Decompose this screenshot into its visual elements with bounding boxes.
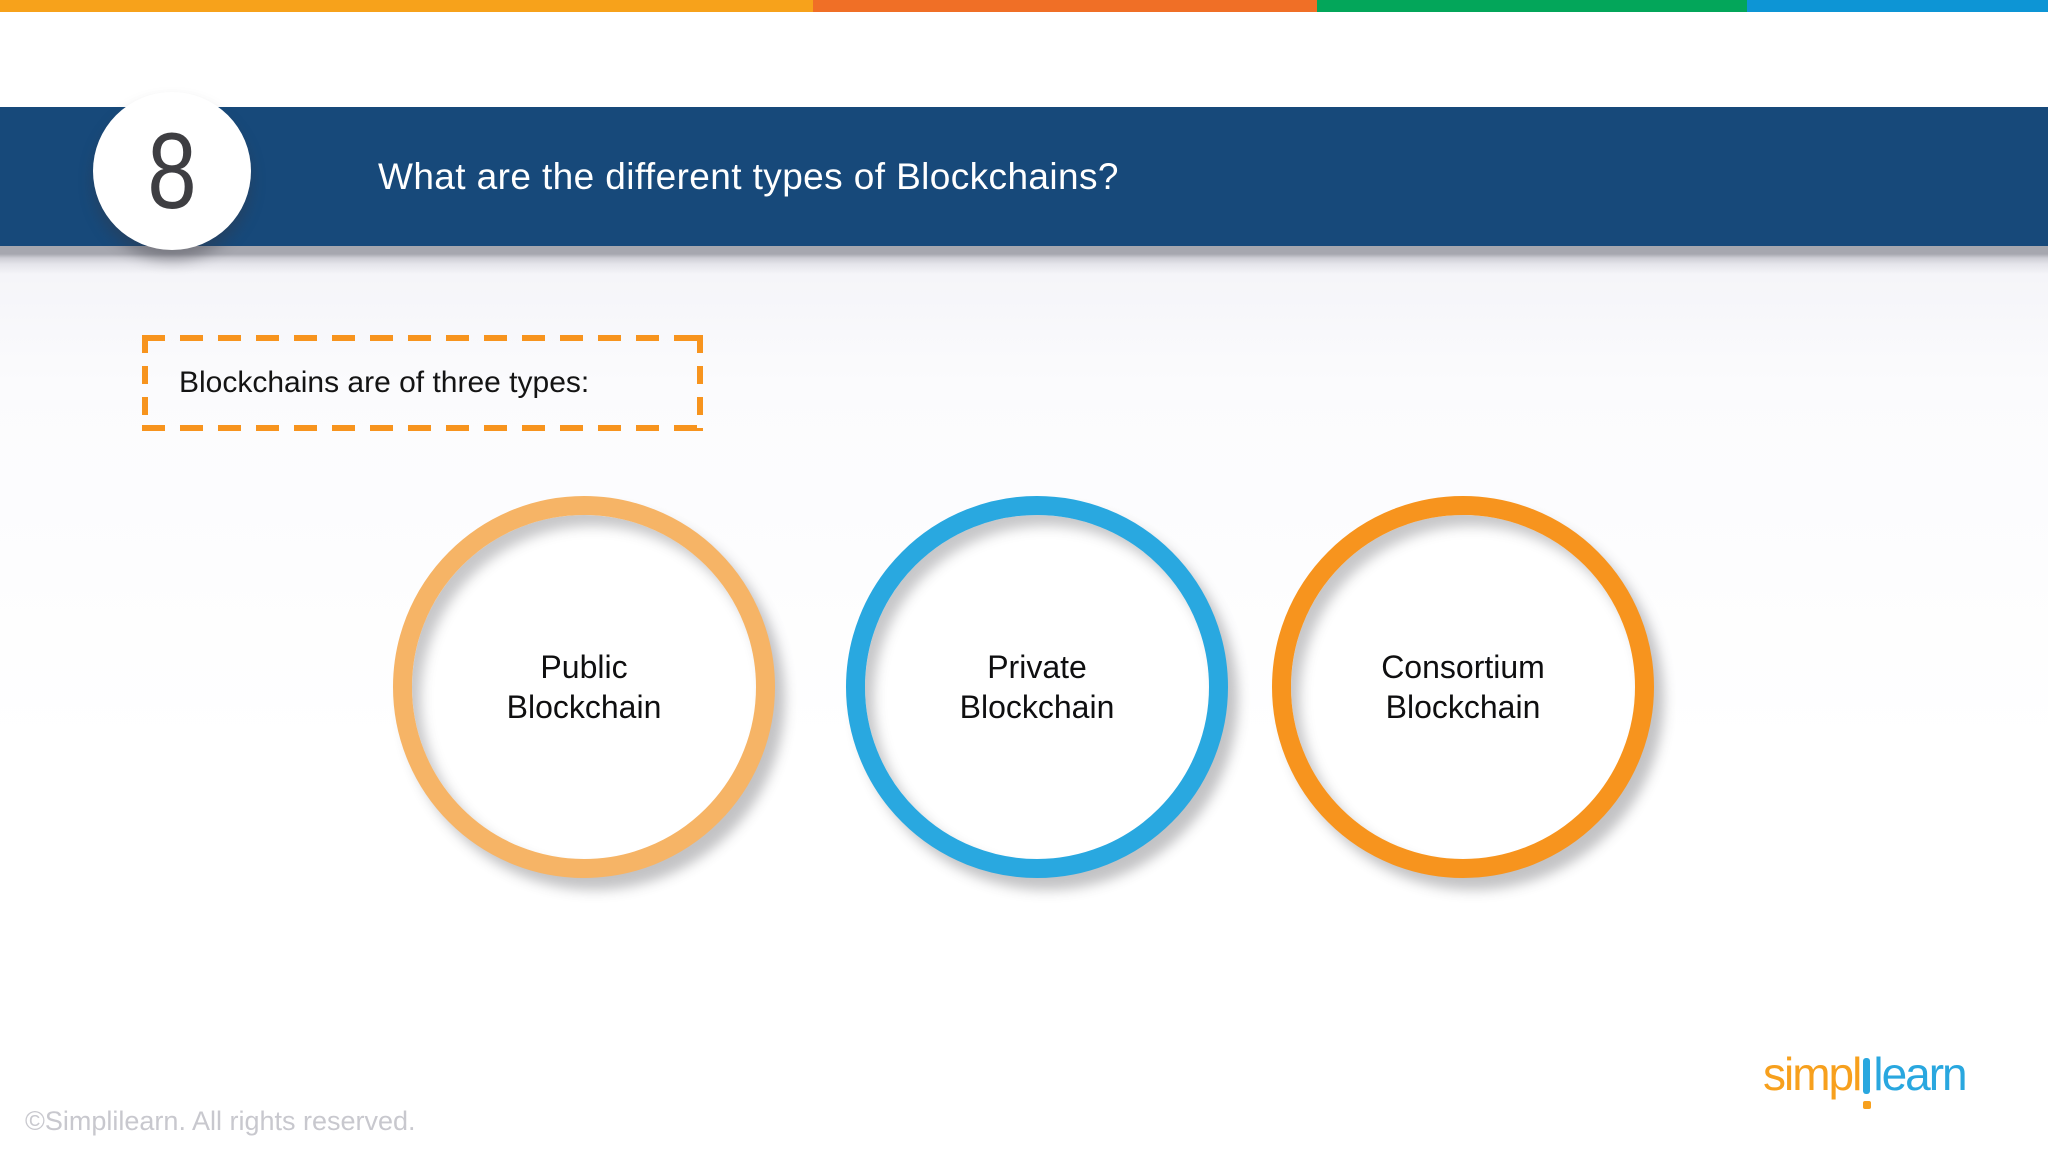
consortium-blockchain-label-line2: Blockchain: [1385, 689, 1541, 725]
header-band: What are the different types of Blockcha…: [0, 107, 2048, 246]
brand-bar-segment-amber: [0, 0, 813, 12]
brand-color-bar: [0, 0, 2048, 12]
copyright-text: ©Simplilearn. All rights reserved.: [25, 1106, 416, 1136]
brand-bar-segment-green: [1317, 0, 1747, 12]
brand-bar-segment-orange: [813, 0, 1317, 12]
logo-text-learn: learn: [1873, 1048, 1967, 1100]
callout-box: Blockchains are of three types:: [142, 335, 703, 431]
header-band-shadow: [0, 246, 2048, 274]
slide-title: What are the different types of Blockcha…: [378, 155, 1119, 197]
logo-text-simpl: simpl: [1763, 1048, 1862, 1100]
logo-i-stem: [1863, 1058, 1871, 1094]
public-blockchain-label-line1: Public: [540, 649, 628, 685]
slide-number-badge: 8: [93, 92, 251, 250]
private-blockchain-label-line1: Private: [987, 649, 1087, 685]
private-blockchain-circle: Private Blockchain: [846, 496, 1228, 878]
public-blockchain-label-line2: Blockchain: [506, 689, 662, 725]
logo-i-dot: [1863, 1101, 1872, 1109]
logo-letter-i: [1860, 1051, 1873, 1109]
public-blockchain-circle: Public Blockchain: [393, 496, 775, 878]
brand-bar-segment-blue: [1747, 0, 2048, 12]
consortium-blockchain-circle: Consortium Blockchain: [1272, 496, 1654, 878]
slide-number: 8: [147, 110, 197, 231]
private-blockchain-label-line2: Blockchain: [959, 689, 1115, 725]
callout-text: Blockchains are of three types:: [179, 366, 590, 399]
consortium-blockchain-label-line1: Consortium: [1381, 649, 1545, 685]
